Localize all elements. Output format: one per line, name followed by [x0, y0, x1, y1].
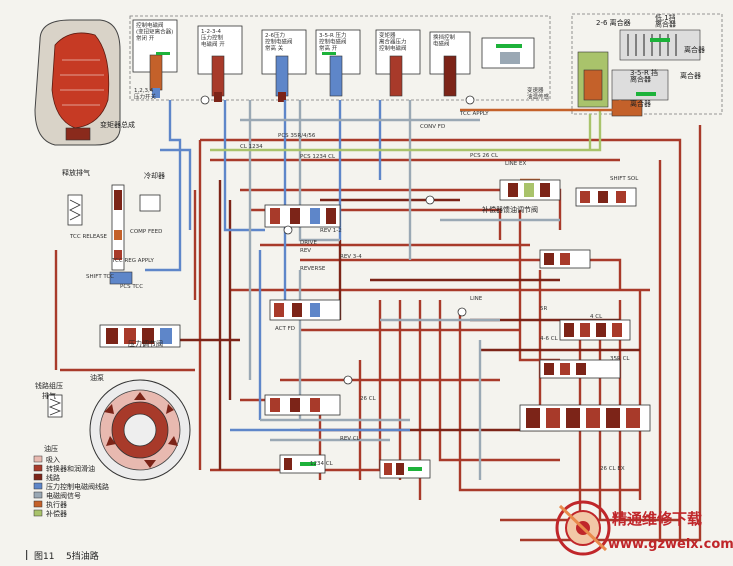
clutch-35r-label: 3-5-R 挡离合器: [630, 68, 658, 84]
line-tag: REV: [300, 248, 311, 254]
solenoid-6: [429, 31, 471, 97]
legend-label: 电磁阀信号: [46, 491, 81, 500]
solenoid-5-label: 变矩器离合器压力控制电磁阀: [379, 31, 407, 52]
line-tag: REVERSE: [300, 266, 326, 272]
comp-valve-label: 补偿器馈油调节阀: [482, 205, 538, 214]
valve-bodies: [47, 95, 651, 479]
clutch-4-label: 离合器: [630, 99, 651, 108]
legend-swatch: [33, 500, 43, 508]
cooler-label: 冷却器: [144, 171, 165, 180]
exhaust-bottom-label: 钱路组压: [35, 381, 63, 390]
watermark: 精通维修下载 www.gzweix.com: [555, 500, 733, 556]
line-tags: PCS 35R/4/56 PCS 26 CL PCS 1234 CL PCS T…: [69, 111, 639, 472]
line-tag: LINE EX: [505, 161, 526, 167]
clutch-26-label: 2-6 离合器: [596, 18, 631, 27]
legend-label: 执行器: [46, 500, 67, 509]
legend-label: 吸入: [46, 456, 60, 464]
figure-title: 5挡油路: [66, 550, 99, 562]
solenoid-6-label: 换挡控制电磁阀: [433, 33, 456, 48]
legend-label: 线路: [46, 473, 60, 482]
solenoid-2: [197, 25, 243, 102]
solenoid-4-label: 3-5-R 压力控制电磁阀常高 开: [319, 31, 347, 52]
figure-number: 图11: [34, 551, 54, 562]
clutch-pack: [577, 29, 701, 117]
legend-swatch: [33, 509, 43, 517]
line-tag: PCS 26 CL: [470, 153, 499, 159]
legend-swatch: [33, 455, 43, 463]
line-tag: TCC RELEASE: [69, 234, 108, 240]
line-tag: 26 CL EX: [600, 466, 625, 472]
clutch-123-label: 低,1挡离合器: [655, 13, 676, 29]
line-tag: SHIFT SOL: [610, 176, 639, 182]
temp-sensor-label: 变速器油温传感: [527, 86, 550, 101]
line-tag: 26 CL: [360, 396, 377, 402]
line-tag: 35R CL: [610, 356, 630, 362]
solenoid-3-label: 2-6压力控制电磁阀常高 关: [265, 31, 293, 52]
line-tag: CL 1234: [240, 144, 263, 150]
line-tag: DRIVE: [300, 240, 317, 246]
solenoid-1: [132, 19, 178, 98]
solenoid-3: [261, 29, 307, 102]
legend-label: 补偿器: [46, 509, 67, 518]
clutch-right-1-label: 离合器: [684, 45, 705, 54]
line-tag: 4 CL: [590, 314, 603, 320]
figure-caption: 图11 5挡油路: [26, 550, 99, 562]
line-tag: TCC APPLY: [459, 111, 489, 117]
line-tag: 1234 CL: [310, 461, 334, 467]
torque-converter: 变矩器总成: [34, 19, 135, 146]
pump-label: 油泵: [90, 373, 104, 382]
oil-pump: 油泵: [89, 373, 191, 481]
legend-swatch: [33, 473, 43, 481]
line-tag: TCC REG APPLY: [111, 258, 155, 264]
solenoid-bank-frame: [129, 15, 551, 101]
legend-swatch: [33, 482, 43, 490]
line-tag: 4-6 CL: [540, 336, 559, 342]
line-tag: PCS 1234 CL: [300, 154, 336, 160]
exhaust-bottom-label-2: 排气: [42, 391, 56, 400]
line-tag: CONV FD: [420, 124, 445, 130]
line-tag: REV CL: [340, 436, 361, 442]
converter-label: 变矩器总成: [100, 120, 135, 129]
exhaust-top-label: 释放排气: [62, 168, 90, 177]
legend-swatch: [33, 491, 43, 499]
legend-swatch: [33, 464, 43, 472]
line-tag: REV 1-2: [320, 228, 342, 234]
legend-label: 转换器和润滑油: [46, 464, 95, 473]
switch-module: [481, 37, 535, 69]
clutch-right-2-label: 离合器: [680, 71, 701, 80]
line-tag: SHIFT TCC: [86, 274, 114, 280]
solenoid-4: [315, 29, 361, 97]
hydraulic-lines: [54, 100, 702, 542]
solenoid-5: [375, 29, 421, 97]
line-tag: LINE: [470, 296, 483, 302]
pressure-reg-label: 压力调节阀: [128, 339, 163, 348]
legend-title: 油压: [44, 444, 58, 453]
watermark-url: www.gzweix.com: [608, 537, 733, 552]
line-tag: PCS TCC: [120, 284, 143, 290]
line-tag: COMP FEED: [130, 229, 162, 235]
legend-label: 压力控制电磁阀线路: [46, 482, 109, 491]
line-tag: REV 3-4: [340, 254, 362, 260]
clutch-bank-frame: [571, 13, 723, 115]
solenoid-1-label: 控制电磁阀(变扭矩离合器)常闭 开: [136, 21, 173, 42]
watermark-name: 精通维修下载: [612, 510, 702, 528]
line-tag: ACT FD: [275, 326, 295, 332]
line-tag: PCS 35R/4/56: [278, 133, 316, 139]
line-tag: 5R: [540, 306, 547, 312]
